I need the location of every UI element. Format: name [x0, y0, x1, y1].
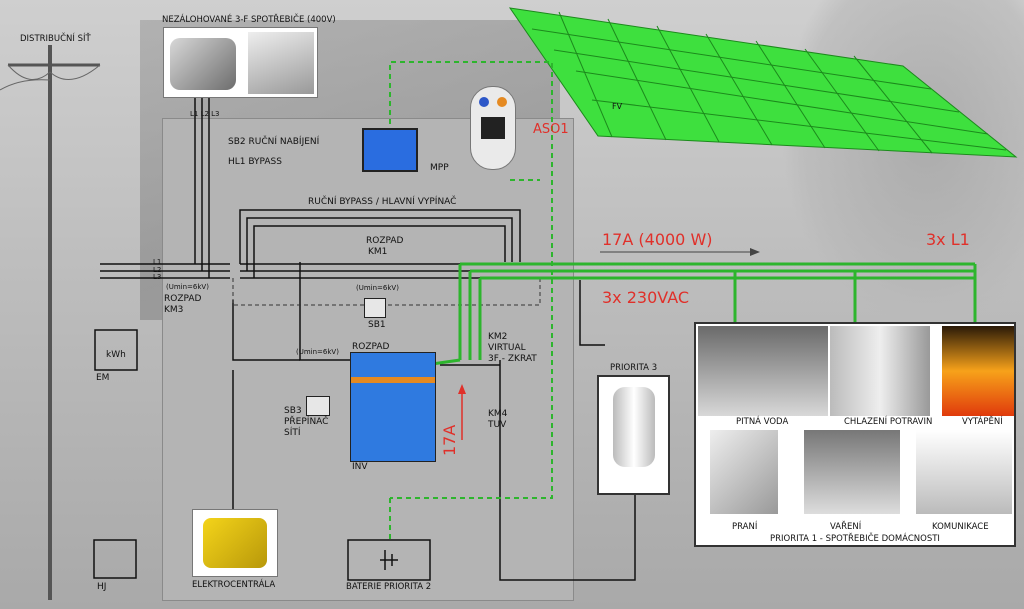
- current-power-annotation: 17A (4000 W): [602, 230, 713, 249]
- l3-label: L3: [153, 273, 162, 281]
- inv-label: INV: [352, 462, 368, 472]
- mpp-charger: [362, 128, 418, 172]
- inverter: [350, 352, 436, 462]
- aso1-display: [481, 117, 505, 139]
- rozpad-label: ROZPAD: [352, 342, 390, 352]
- phases-annotation: 3x L1: [926, 230, 970, 249]
- saw-image: [248, 32, 314, 94]
- tuv-label: TUV: [624, 486, 642, 496]
- aso1-device: [470, 86, 516, 170]
- l1-label: L1: [153, 258, 162, 266]
- priority1-title: PRIORITA 1 - SPOTŘEBIČE DOMÁCNOSTI: [770, 534, 940, 544]
- grid-label: DISTRIBUČNÍ SÍŤ: [20, 34, 91, 44]
- chlazeni-label: CHLAZENÍ POTRAVIN: [844, 417, 933, 427]
- generator-label: ELEKTROCENTRÁLA: [192, 580, 276, 590]
- voltage-annotation: 3x 230VAC: [602, 288, 690, 307]
- prani-label: PRANÍ: [732, 522, 758, 532]
- priorita3-label: PRIORITA 3: [610, 363, 658, 373]
- l2-label: L2: [153, 266, 162, 274]
- water-heater: [597, 375, 670, 495]
- priority1-panel: PITNÁ VODA CHLAZENÍ POTRAVIN VYTÁPĚNÍ PR…: [694, 322, 1016, 547]
- tablet-photo: [916, 430, 1012, 514]
- umin-label-2: (Umin=6kV): [356, 284, 399, 292]
- sb3-switch: [306, 396, 330, 416]
- hj-label: HJ: [97, 582, 107, 592]
- bypass-label: RUČNÍ BYPASS / HLAVNÍ VYPÍNAČ: [308, 197, 457, 207]
- fv-label: FV: [612, 102, 623, 111]
- l1l2l3-label: L1 L2 L3: [190, 110, 220, 118]
- battery-label: BATERIE PRIORITA 2: [346, 582, 432, 592]
- kwh-label: kWh: [106, 350, 126, 360]
- washer-photo: [710, 430, 778, 514]
- fridge-photo: [830, 326, 930, 416]
- hl1-label: HL1 BYPASS: [228, 157, 282, 167]
- sb1-switch: [364, 298, 386, 318]
- generator-photo: [192, 509, 278, 577]
- stove-photo: [804, 430, 900, 514]
- sb2-label: SB2 RUČNÍ NABÍJENÍ: [228, 137, 320, 147]
- em-label: EM: [96, 373, 110, 383]
- motor-image: [170, 38, 236, 90]
- indicator-orange-icon: [497, 97, 507, 107]
- fire-photo: [942, 326, 1014, 416]
- water-photo: [698, 326, 828, 416]
- vareni-label: VAŘENÍ: [830, 522, 862, 532]
- umin-label-1: (Umin=6kV): [166, 283, 209, 291]
- unbacked-loads-photo: [163, 27, 318, 98]
- vytapeni-label: VYTÁPĚNÍ: [962, 417, 1003, 427]
- boiler-image: [613, 387, 655, 467]
- aso1-label: ASO1: [533, 122, 569, 137]
- komunikace-label: KOMUNIKACE: [932, 522, 989, 532]
- sb1-label: SB1: [368, 320, 386, 330]
- generator-image: [203, 518, 267, 568]
- current-vertical-annotation: 17A: [440, 424, 459, 456]
- pitna-voda-label: PITNÁ VODA: [736, 417, 789, 427]
- umin-label-3: (Umin=6kV): [296, 348, 339, 356]
- unbacked-loads-label: NEZÁLOHOVANÉ 3-F SPOTŘEBIČE (400V): [162, 15, 336, 25]
- mpp-label: MPP: [430, 163, 449, 173]
- indicator-blue-icon: [479, 97, 489, 107]
